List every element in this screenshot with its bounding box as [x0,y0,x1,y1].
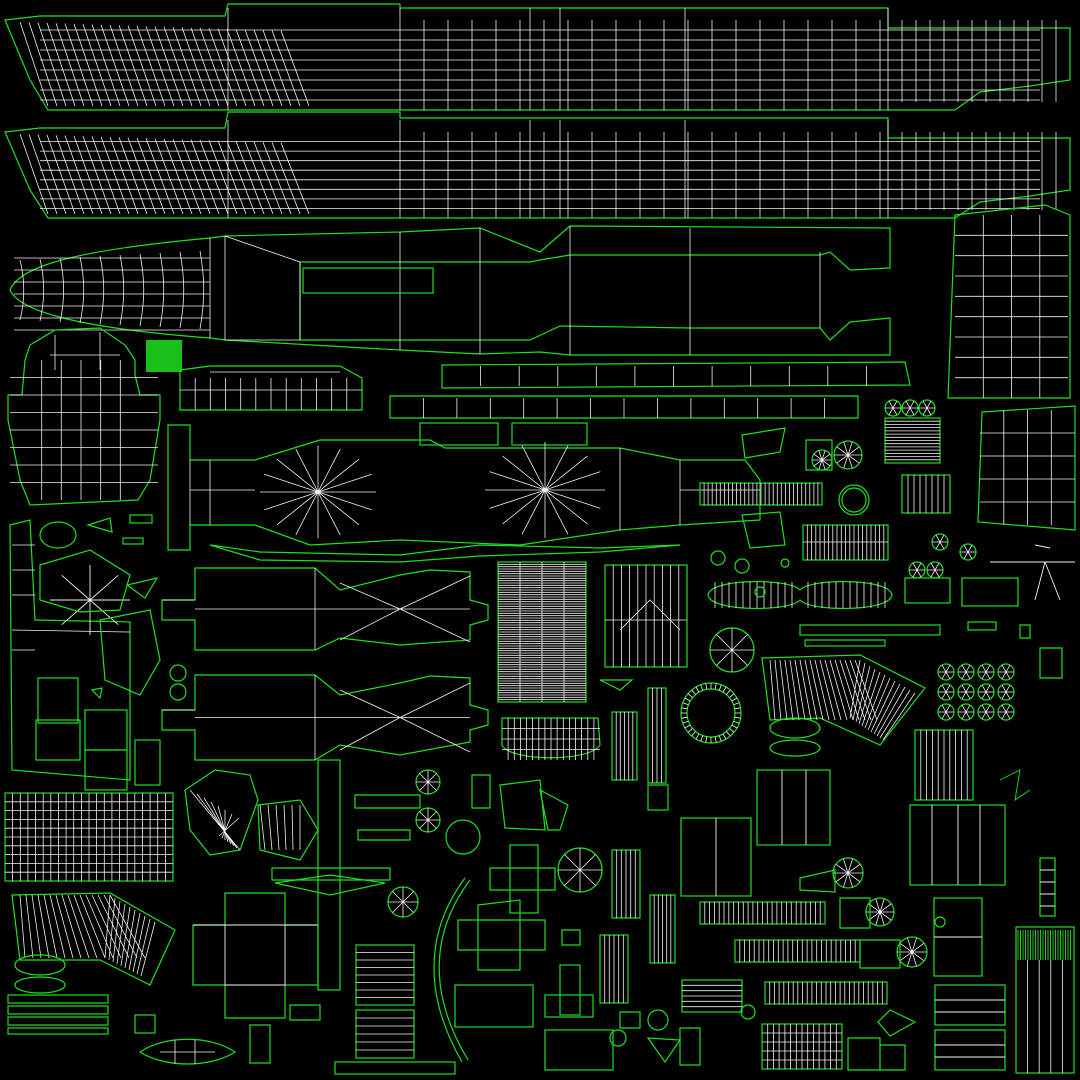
uv-island-lower-deck [161,567,489,761]
uv-island-dense-stripes-b [604,564,688,668]
uv-island-stern-panel-2 [977,405,1076,531]
uv-island-left-column [9,519,161,791]
uv-island-thin-strips [209,544,681,563]
uv-island-fan-right [761,654,926,757]
uv-island-grid-block [4,792,174,882]
uv-island-bottom-stripes [681,901,1006,1071]
uv-island-cross [192,892,319,1019]
uv-island-funnel [184,769,319,861]
uv-island-bottom-bars [7,994,156,1035]
uv-island-left-small [39,514,187,701]
uv-island-star-deck [167,424,761,551]
uv-island-bridge [7,327,161,506]
uv-island-small-items-right [699,417,1019,647]
uv-island-bowl [501,717,601,760]
uv-island-hull-side-lower [4,111,1071,219]
uv-island-green-hatch [146,340,182,372]
uv-island-fan-left [11,892,176,994]
uv-island-dense-stripes-a [497,561,587,703]
uv-island-green-block [1015,857,1075,1074]
uv-island-bulb-pair [707,580,893,610]
uv-island-rosettes [811,399,1015,968]
uv-island-antenna [990,544,1075,801]
uv-island-railing [179,365,363,411]
uv-island-small-bits [289,427,946,1071]
uv-island-boat [138,1024,271,1065]
uv-island-tall-stripes-right [680,729,1006,977]
uv-island-arch-rails [334,877,471,1075]
uv-island-deck [9,225,891,356]
uv-island-stern-panel [947,204,1071,399]
uv-island-ring [680,682,742,744]
uv-island-mast-cross [271,759,391,991]
uv-island-strips [389,361,911,446]
uv-island-hull-side-upper [4,3,1071,111]
uv-island-center-misc [387,627,755,1071]
